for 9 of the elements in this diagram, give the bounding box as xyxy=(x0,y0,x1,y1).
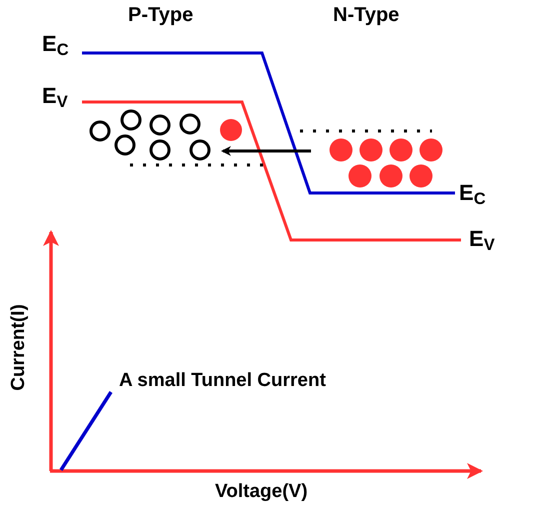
band-label: E$_{C}$ xyxy=(42,33,69,55)
band-label: E$_{V}$ xyxy=(469,228,495,250)
region-label: N-Type xyxy=(333,5,400,25)
band-label: E$_{C}$ xyxy=(459,182,486,204)
region-label: P-Type xyxy=(128,5,194,25)
axis-label: Voltage(V) xyxy=(215,482,308,501)
axis-label: Current(I) xyxy=(8,304,28,391)
curve-label: A small Tunnel Current xyxy=(119,371,326,390)
band-label: E$_{V}$ xyxy=(42,85,68,107)
